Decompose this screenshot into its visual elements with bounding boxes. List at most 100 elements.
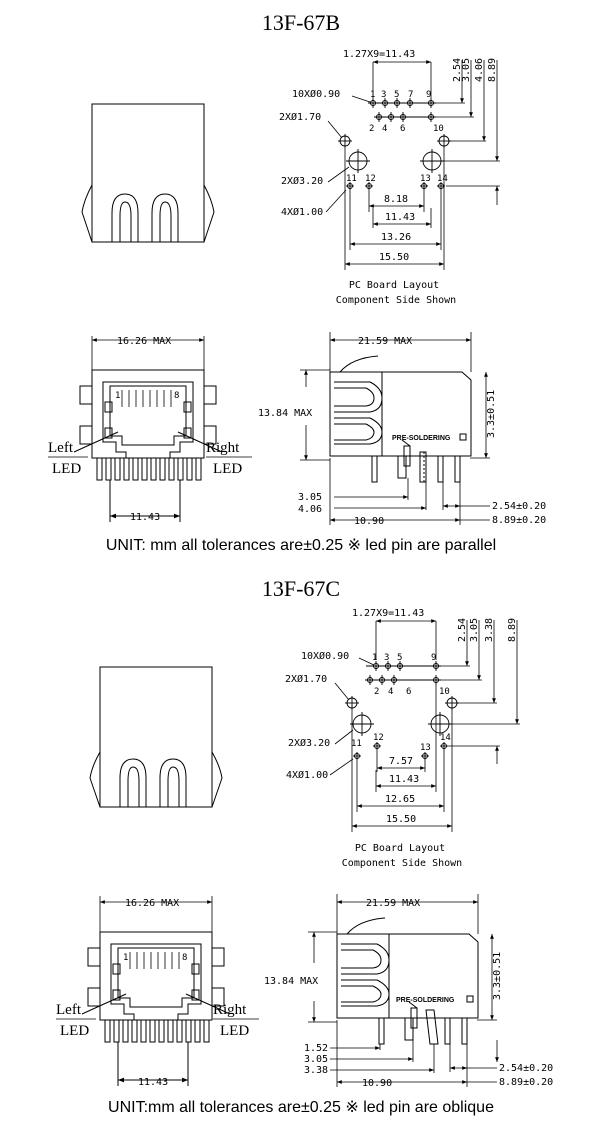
side-dim-889: 8.89±0.20 [492,515,546,526]
pcb-caption-1: PC Board Layout [355,843,445,854]
section-title: 13F-67C [262,576,340,601]
right-led-label: LED [213,461,242,477]
svg-text:11: 11 [346,174,357,184]
svg-text:6: 6 [406,687,411,697]
side-left-dim-1: 4.06 [298,504,322,515]
front-width: 16.26 MAX [125,898,179,909]
side-left-dim-2: 3.38 [304,1065,328,1076]
svg-text:12: 12 [365,174,376,184]
dim-1143: 11.43 [389,774,419,785]
svg-text:2.54: 2.54 [457,618,468,642]
svg-text:3.05: 3.05 [469,618,480,642]
pcb-caption-1: PC Board Layout [349,280,439,291]
holes-320-label: 2XØ3.20 [288,737,330,749]
svg-text:13: 13 [420,743,431,753]
jack-top-view [82,104,214,242]
svg-text:14: 14 [437,174,448,184]
dim-1550: 15.50 [379,252,409,263]
svg-text:5: 5 [397,653,402,663]
right-led-label: LED [220,1023,249,1039]
svg-text:8.89: 8.89 [507,618,518,642]
holes-100-label: 4XØ1.00 [286,769,328,781]
side-dim-1090: 10.90 [354,516,384,527]
svg-text:9: 9 [426,90,431,100]
dim-818: 8.18 [384,194,408,205]
svg-text:4: 4 [382,124,387,134]
vertical-dims: 2.54 3.05 4.06 8.89 [452,58,498,82]
jack-side-view: 21.59 MAX 13.84 MAX 3.3±0.51 PRE- [264,894,553,1089]
pre-soldering-label: PRE-SOLDERING [396,997,455,1004]
svg-text:10: 10 [439,687,450,697]
left-led-label: LED [60,1023,89,1039]
svg-text:2: 2 [374,687,379,697]
svg-text:13: 13 [420,174,431,184]
svg-text:3: 3 [381,90,386,100]
led-pin-numbers: 11 12 13 14 [346,174,448,184]
svg-text:11: 11 [351,739,362,749]
dim-1326: 13.26 [381,232,411,243]
svg-text:5: 5 [394,90,399,100]
jack-top-view [90,667,222,807]
svg-text:3.05: 3.05 [461,58,472,82]
pin-8-label: 8 [182,953,187,963]
svg-text:2: 2 [369,124,374,134]
side-dim-254: 2.54±0.20 [499,1063,553,1074]
holes-090-label: 10XØ0.90 [292,88,340,100]
svg-text:10: 10 [433,124,444,134]
jack-side-view: 21.59 MAX 13.84 MAX 3.3±0.51 [258,332,546,527]
pin-numbers-bottom: 2 4 6 10 [374,687,450,697]
dim-1143: 11.43 [385,212,415,223]
pin-numbers-top: 1 3 5 9 [372,653,436,663]
svg-text:1: 1 [372,653,377,663]
holes-100-label: 4XØ1.00 [281,206,323,218]
right-label: Right [206,440,240,456]
side-height: 13.84 MAX [264,976,318,987]
left-label: Left [48,440,74,456]
svg-text:7: 7 [408,90,413,100]
svg-text:6: 6 [400,124,405,134]
unit-note: UNIT: mm all tolerances are±0.25 ※ led p… [106,537,496,554]
right-label: Right [213,1002,247,1018]
vertical-dims: 2.54 3.05 3.38 8.89 [457,618,518,642]
left-label: Left [56,1002,82,1018]
pitch-label: 1.27X9=11.43 [343,49,415,60]
svg-text:4.06: 4.06 [474,58,485,82]
holes-320-label: 2XØ3.20 [281,175,323,187]
holes-170-label: 2XØ1.70 [279,111,321,123]
side-left-dim-0: 3.05 [298,492,322,503]
pin-1-label: 1 [123,953,128,963]
section-13f-67b: 13F-67B 1.27X9=11.43 10XØ0.90 1 3 [48,10,546,554]
side-height: 13.84 MAX [258,408,312,419]
unit-note: UNIT:mm all tolerances are±0.25 ※ led pi… [108,1099,494,1116]
left-led-label: LED [52,461,81,477]
side-dim-1090: 10.90 [362,1078,392,1089]
svg-text:4: 4 [388,687,393,697]
svg-text:3: 3 [384,653,389,663]
pin-numbers-bottom: 2 4 6 10 [369,124,444,134]
pcb-caption-2: Component Side Shown [342,858,462,869]
side-dim-889: 8.89±0.20 [499,1077,553,1088]
svg-text:9: 9 [431,653,436,663]
section-title: 13F-67B [262,10,340,35]
dim-1550: 15.50 [386,814,416,825]
dim-1326: 12.65 [385,794,415,805]
front-bottom-dim: 11.43 [138,1077,168,1088]
jack-front-view: 16.26 MAX 1 8 [56,896,259,1088]
led-pin-numbers: 11 12 13 14 [351,733,451,753]
svg-text:2.54: 2.54 [452,58,463,82]
jack-front-view: 16.26 MAX 1 8 [48,336,252,523]
svg-text:12: 12 [373,733,384,743]
side-left-dim-1: 3.05 [304,1054,328,1065]
dim-818: 7.57 [389,756,413,767]
side-dim-254: 2.54±0.20 [492,501,546,512]
pin-1-label: 1 [115,391,120,401]
pre-soldering-label: PRE-SOLDERING [392,435,451,442]
section-13f-67c: 13F-67C 1.27X9=11.43 10XØ0.90 1 3 5 [56,576,553,1116]
side-width: 21.59 MAX [358,336,412,347]
side-width: 21.59 MAX [366,898,420,909]
holes-170-label: 2XØ1.70 [285,673,327,685]
pin-numbers-top: 1 3 5 7 9 [370,90,431,100]
svg-text:8.89: 8.89 [487,58,498,82]
